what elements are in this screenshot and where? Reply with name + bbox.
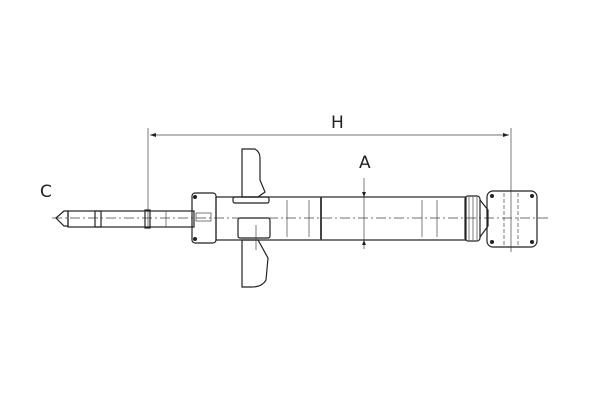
label-h: H (331, 113, 344, 133)
piston-rod (55, 209, 195, 229)
seal (464, 195, 489, 242)
label-c: C (40, 182, 52, 202)
lower-eye (486, 190, 538, 248)
label-a: A (359, 153, 371, 173)
dimension-h: H (147, 113, 512, 252)
body-tube (215, 196, 467, 241)
rod-tip (55, 210, 69, 227)
bracket-upper (232, 148, 270, 204)
bracket-lower (237, 217, 271, 288)
dimension-a: A (359, 153, 371, 249)
